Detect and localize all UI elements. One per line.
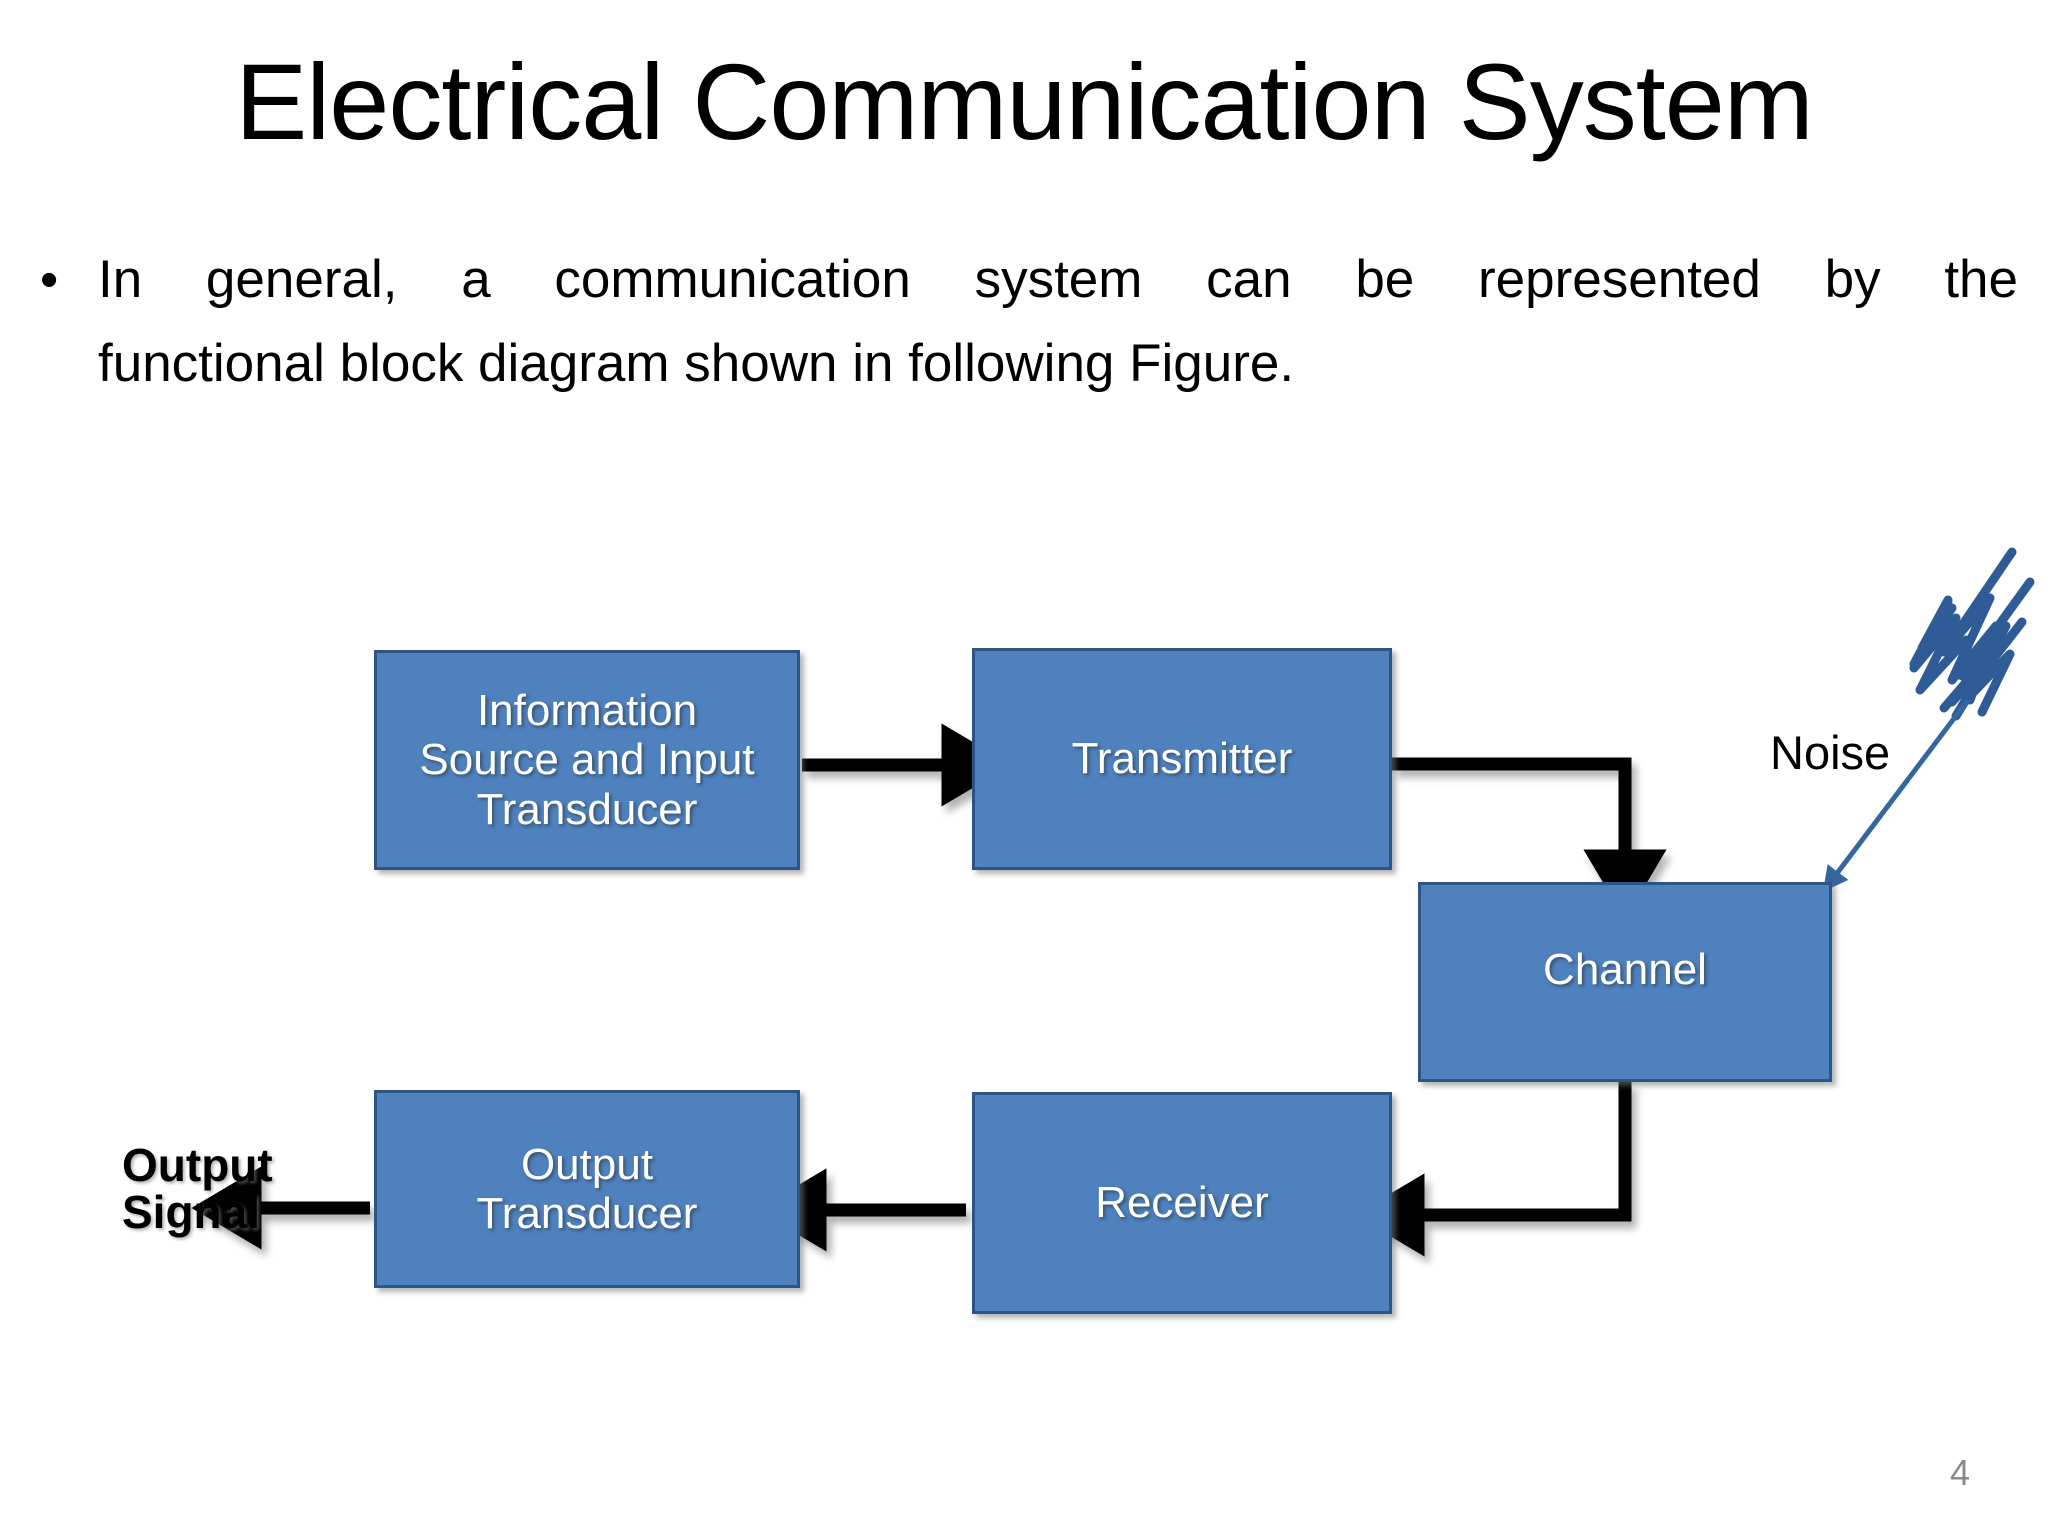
block-information-source[interactable]: Information Source and Input Transducer bbox=[374, 650, 800, 870]
block-transmitter[interactable]: Transmitter bbox=[972, 648, 1392, 870]
bullet-marker-icon: • bbox=[40, 251, 59, 309]
block-channel[interactable]: Channel bbox=[1418, 882, 1832, 1082]
label-noise: Noise bbox=[1770, 726, 1891, 779]
bullet-paragraph: • In general, a communication system can… bbox=[28, 238, 2018, 406]
block-receiver[interactable]: Receiver bbox=[972, 1092, 1392, 1314]
page-title: Electrical Communication System bbox=[235, 41, 1814, 162]
block-output-transducer[interactable]: Output Transducer bbox=[374, 1090, 800, 1288]
bullet-line-1: In general, a communication system can b… bbox=[98, 250, 2018, 309]
bullet-text-block: In general, a communication system can b… bbox=[98, 238, 2018, 406]
connector-channel-to-receiver bbox=[1354, 1082, 1632, 1257]
noise-scribble-icon bbox=[1909, 547, 2035, 721]
connector-transmitter-to-channel bbox=[1392, 757, 1667, 920]
page-number: 4 bbox=[1949, 1452, 1970, 1493]
label-output-signal: Output Signal bbox=[122, 1139, 273, 1238]
bullet-line-2: functional block diagram shown in follow… bbox=[98, 334, 1295, 393]
